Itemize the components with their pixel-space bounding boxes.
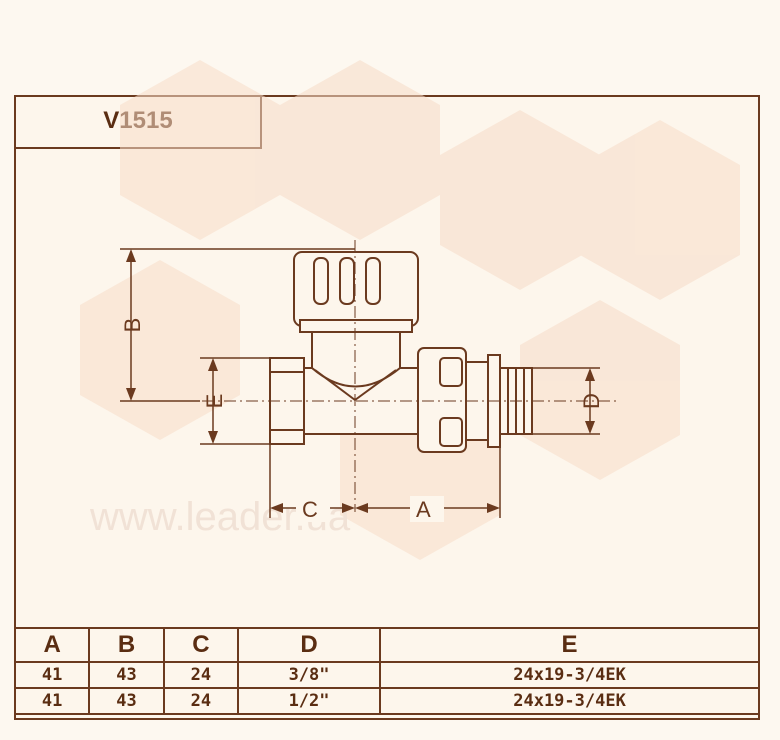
header-c: C xyxy=(162,627,240,663)
cell-c: 24 xyxy=(162,687,240,715)
center-lines xyxy=(180,240,620,512)
dimension-lines xyxy=(120,248,600,518)
valve-cap xyxy=(293,251,419,327)
cell-a: 41 xyxy=(13,661,91,689)
table-header-row: A B C D E xyxy=(13,627,760,663)
table-row: 41 43 24 1/2" 24x19-3/4EK xyxy=(13,687,760,715)
cell-a: 41 xyxy=(13,687,91,715)
dim-label-c: C xyxy=(302,497,318,522)
label-a-bg xyxy=(410,496,444,522)
cell-e: 24x19-3/4EK xyxy=(379,687,760,715)
cell-b: 43 xyxy=(88,661,165,689)
cell-d: 1/2" xyxy=(237,687,382,715)
header-d: D xyxy=(237,627,382,663)
dimension-arrows xyxy=(126,249,595,513)
label-c-bg xyxy=(296,496,330,522)
header-e: E xyxy=(379,627,760,663)
header-a: A xyxy=(13,627,91,663)
cell-b: 43 xyxy=(88,687,165,715)
dim-label-b: B xyxy=(120,318,145,333)
dim-label-a: A xyxy=(416,497,431,522)
cell-e: 24x19-3/4EK xyxy=(379,661,760,689)
hexagon-watermark xyxy=(80,60,740,560)
dimension-table: A B C D E 41 43 24 3/8" 24x19-3/4EK 41 4… xyxy=(13,627,760,715)
dim-label-d: D xyxy=(579,393,604,409)
cell-c: 24 xyxy=(162,661,240,689)
dim-label-e: E xyxy=(202,394,227,409)
header-b: B xyxy=(88,627,165,663)
cell-d: 3/8" xyxy=(237,661,382,689)
table-row: 41 43 24 3/8" 24x19-3/4EK xyxy=(13,661,760,689)
